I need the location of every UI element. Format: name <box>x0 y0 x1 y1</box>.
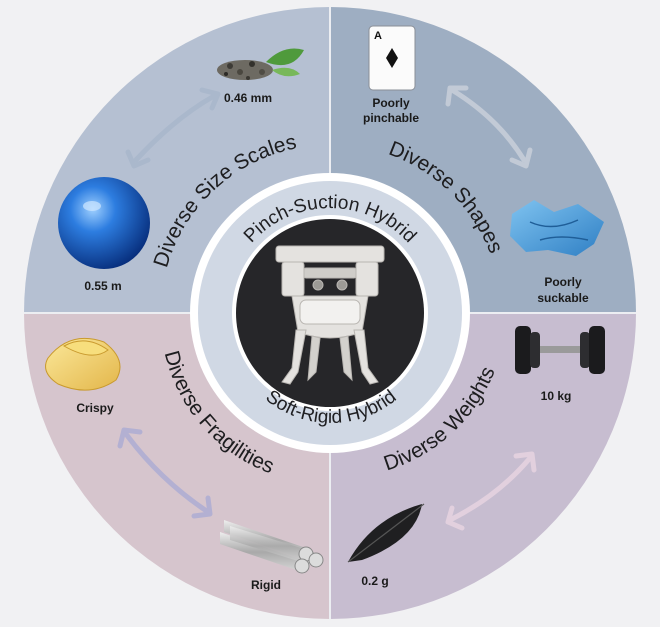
fragility-soft-caption: Crispy <box>76 401 114 415</box>
weight-heavy-caption: 10 kg <box>541 389 572 403</box>
fragility-hard-caption: Rigid <box>251 578 281 592</box>
playing-card-icon: A <box>368 25 416 91</box>
size-range-arrow <box>125 87 221 169</box>
shapes-card-caption-line1: Poorly <box>372 96 410 110</box>
shapes-cloth-caption-line1: Poorly <box>544 275 582 289</box>
size-large-caption: 0.55 m <box>84 279 121 293</box>
feather-icon <box>347 503 425 563</box>
crumpled-cloth-icon <box>510 200 604 256</box>
dumbbell-icon <box>515 326 605 374</box>
svg-text:A: A <box>374 30 382 42</box>
weight-light-caption: 0.2 g <box>361 574 388 588</box>
shapes-cloth-caption-line2: suckable <box>537 291 589 305</box>
fragility-range-arrow <box>117 427 213 519</box>
size-small-caption: 0.46 mm <box>224 91 272 105</box>
tea-leaves-icon <box>217 48 304 80</box>
shapes-range-arrow <box>445 85 533 169</box>
weight-range-arrow <box>445 451 537 531</box>
metal-rods-icon <box>220 520 324 574</box>
shapes-card-caption-line2: pinchable <box>363 111 419 125</box>
blue-ball-icon <box>58 177 150 269</box>
gripper-image <box>275 245 385 385</box>
potato-chips-icon <box>45 337 121 391</box>
